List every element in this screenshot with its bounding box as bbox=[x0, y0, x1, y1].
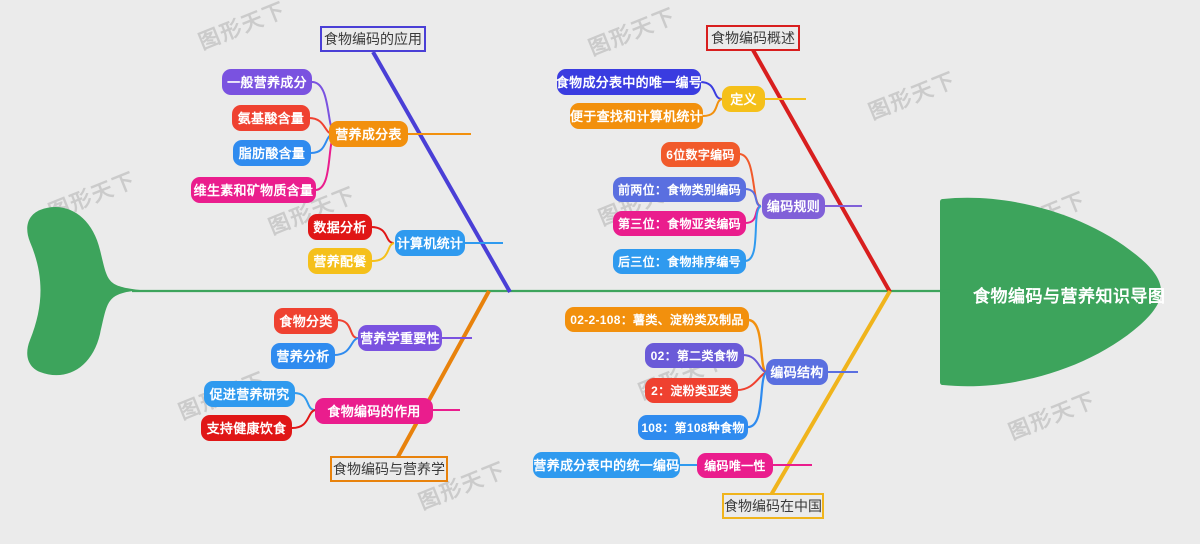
connector-example-02 bbox=[742, 354, 768, 373]
bone-china bbox=[769, 289, 892, 497]
node-example-item-108[interactable]: 108：第108种食物 bbox=[638, 415, 748, 440]
node-promote-research[interactable]: 促进营养研究 bbox=[204, 381, 295, 407]
connector-unique-number bbox=[699, 81, 723, 100]
fish-head bbox=[940, 197, 1161, 387]
node-general-nutrients[interactable]: 一般营养成分 bbox=[222, 69, 312, 95]
node-support-healthy-diet[interactable]: 支持健康饮食 bbox=[201, 415, 292, 441]
connector-nutrition-meal bbox=[371, 242, 395, 262]
node-nutrition-meal[interactable]: 营养配餐 bbox=[308, 248, 372, 274]
node-example-full-code[interactable]: 02-2-108：薯类、淀粉类及制品 bbox=[565, 307, 749, 332]
connector-nutri-analysis bbox=[333, 337, 359, 356]
bone-overview bbox=[751, 49, 892, 293]
node-unified-code[interactable]: 营养成分表中的统一编码 bbox=[533, 452, 680, 478]
node-coding-uniqueness[interactable]: 编码唯一性 bbox=[697, 453, 773, 478]
node-computer-stats[interactable]: 计算机统计 bbox=[395, 230, 465, 256]
node-easy-search[interactable]: 便于查找和计算机统计 bbox=[570, 103, 703, 129]
connector-food-classify bbox=[336, 319, 359, 339]
node-example-category-02[interactable]: 02：第二类食物 bbox=[645, 343, 744, 368]
connector-example-108 bbox=[747, 370, 768, 429]
node-vitamins-minerals[interactable]: 维生素和矿物质含量 bbox=[191, 177, 316, 203]
node-example-subcategory-2[interactable]: 2：淀粉类亚类 bbox=[645, 378, 738, 403]
category-label-overview[interactable]: 食物编码概述 bbox=[706, 25, 800, 51]
connector-support-diet bbox=[291, 409, 316, 429]
node-nutrition-importance[interactable]: 营养学重要性 bbox=[358, 325, 442, 351]
category-label-application[interactable]: 食物编码的应用 bbox=[320, 26, 426, 52]
bone-nutrition bbox=[392, 290, 491, 465]
node-data-analysis[interactable]: 数据分析 bbox=[308, 214, 372, 240]
fish-tail bbox=[27, 207, 141, 376]
bone-application bbox=[371, 51, 512, 293]
node-coding-function[interactable]: 食物编码的作用 bbox=[315, 398, 433, 424]
category-label-china[interactable]: 食物编码在中国 bbox=[722, 493, 824, 519]
node-food-classification[interactable]: 食物分类 bbox=[274, 308, 338, 334]
diagram-title: 食物编码与营养知识导图 bbox=[973, 287, 1166, 306]
node-nutrition-analysis[interactable]: 营养分析 bbox=[271, 343, 335, 369]
node-six-digit[interactable]: 6位数字编码 bbox=[661, 142, 740, 167]
node-unique-number[interactable]: 食物成分表中的唯一编号 bbox=[556, 69, 702, 95]
node-coding-rule[interactable]: 编码规则 bbox=[762, 193, 825, 219]
connector-easy-search bbox=[702, 98, 723, 117]
node-definition[interactable]: 定义 bbox=[722, 86, 765, 112]
node-fatty-acid[interactable]: 脂肪酸含量 bbox=[233, 140, 311, 166]
node-coding-structure[interactable]: 编码结构 bbox=[766, 359, 828, 385]
connector-first-two bbox=[744, 188, 762, 207]
connector-data-analysis bbox=[370, 226, 395, 244]
connector-last-three bbox=[744, 205, 762, 262]
connector-promote-research bbox=[293, 392, 316, 411]
node-third-digit[interactable]: 第三位：食物亚类编码 bbox=[613, 211, 746, 236]
node-nutrition-table[interactable]: 营养成分表 bbox=[329, 121, 408, 147]
node-amino-acid[interactable]: 氨基酸含量 bbox=[232, 105, 310, 131]
category-label-nutrition-science[interactable]: 食物编码与营养学 bbox=[330, 456, 448, 482]
node-last-three-digits[interactable]: 后三位：食物排序编号 bbox=[613, 249, 746, 274]
node-first-two-digits[interactable]: 前两位：食物类别编码 bbox=[613, 177, 746, 202]
